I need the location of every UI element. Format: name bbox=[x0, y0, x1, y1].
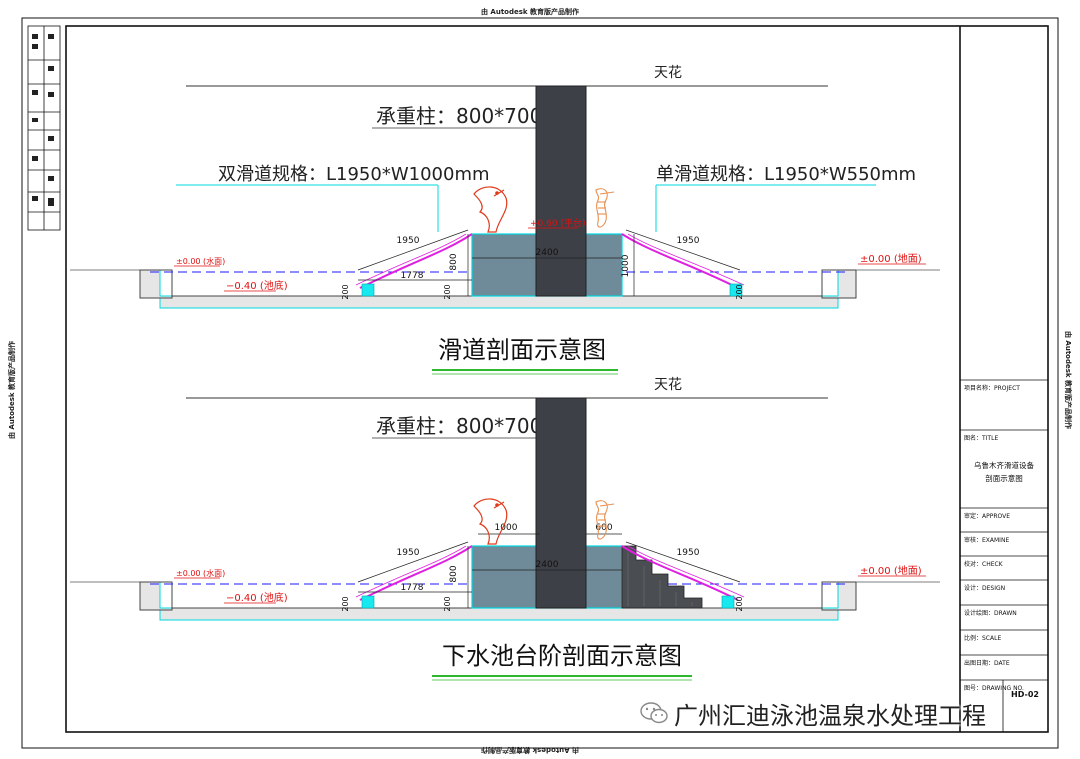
tb-design-label: 设计：DESIGN bbox=[964, 584, 1005, 592]
revision-strip bbox=[27, 25, 61, 231]
tb-drawn-label: 设计绘图：DRAWN bbox=[964, 609, 1017, 617]
right-side-stamp: 由 Autodesk 教育版产品制作 bbox=[1064, 331, 1073, 429]
bottom-stamp: 由 Autodesk 教育版产品制作 bbox=[481, 746, 579, 755]
watermark-text: 广州汇迪泳池温泉水处理工程 bbox=[674, 701, 986, 730]
dim-1000-text: 1000 bbox=[495, 523, 518, 533]
dim-1950-left-text: 1950 bbox=[397, 548, 420, 558]
dolphin-icon bbox=[473, 498, 508, 545]
tb-drawing-name-1: 乌鲁木齐滑道设备 bbox=[974, 460, 1034, 470]
sheet-inner-border bbox=[65, 25, 1049, 733]
load-bearing-column bbox=[535, 397, 587, 609]
single-slide-right bbox=[621, 233, 739, 289]
section-title: 下水池台阶剖面示意图 bbox=[442, 642, 682, 670]
dim-200-a: 200 bbox=[341, 284, 350, 299]
section-title: 滑道剖面示意图 bbox=[438, 336, 606, 364]
single-slide-right-inner bbox=[627, 545, 745, 598]
single-slide-right bbox=[621, 545, 739, 601]
section-slide: 天花 承重柱：800*700mm 双滑道规格：L1950*W1000mm 单滑道… bbox=[70, 65, 940, 375]
dim-2400-text: 2400 bbox=[536, 248, 559, 258]
title-block bbox=[959, 26, 1048, 732]
left-side-stamp: 由 Autodesk 教育版产品制作 bbox=[7, 341, 16, 439]
pool-left-rim bbox=[139, 581, 173, 611]
level-platform: +0.60 (平台) bbox=[530, 217, 585, 229]
pool-steps bbox=[621, 545, 703, 609]
tb-date-label: 出图日期：DATE bbox=[964, 659, 1010, 667]
dim-200-b: 200 bbox=[443, 284, 452, 299]
sheet-outer-border bbox=[21, 17, 1059, 749]
tb-check-label: 校对：CHECK bbox=[964, 560, 1004, 568]
tb-approve-label: 审定：APPROVE bbox=[964, 512, 1010, 520]
tb-examine-label: 审核：EXAMINE bbox=[964, 536, 1009, 544]
tb-scale-label: 比例：SCALE bbox=[964, 634, 1001, 642]
double-slide-label: 双滑道规格：L1950*W1000mm bbox=[218, 164, 490, 185]
dim-1778-text: 1778 bbox=[401, 583, 424, 593]
dim-1950-left-text: 1950 bbox=[397, 236, 420, 246]
level-bottom: −0.40 (池底) bbox=[226, 279, 288, 292]
slide-outlet-left bbox=[361, 595, 375, 609]
level-bottom: −0.40 (池底) bbox=[226, 591, 288, 604]
dim-800-text: 800 bbox=[449, 565, 459, 582]
wechat-icon bbox=[640, 702, 668, 724]
dim-1000-text: 1000 bbox=[621, 254, 631, 277]
pool-right-rim bbox=[821, 581, 857, 611]
double-slide-left-inner bbox=[355, 545, 467, 598]
seahorse-icon bbox=[595, 500, 615, 540]
ceiling-label: 天花 bbox=[654, 377, 682, 393]
tb-drawing-name-2: 剖面示意图 bbox=[985, 473, 1023, 483]
dim-1950-right-text: 1950 bbox=[677, 236, 700, 246]
level-ground: ±0.00 (地面) bbox=[860, 252, 922, 265]
steps-hatching bbox=[627, 552, 693, 606]
double-slide-left-inner bbox=[355, 233, 467, 286]
dim-1950-right-line bbox=[625, 541, 741, 583]
tb-project-label: 项目名称：PROJECT bbox=[964, 384, 1020, 392]
tb-drawing-label: 图名：TITLE bbox=[964, 434, 998, 442]
top-stamp: 由 Autodesk 教育版产品制作 bbox=[481, 7, 579, 16]
single-slide-right-inner bbox=[627, 233, 745, 286]
dim-1950-right-line bbox=[625, 229, 741, 271]
dim-2400-text: 2400 bbox=[536, 560, 559, 570]
tb-drawing-no-label: 图号：DRAWING NO. bbox=[964, 685, 1024, 692]
load-bearing-column bbox=[535, 85, 587, 297]
dim-1950-right-text: 1950 bbox=[677, 548, 700, 558]
level-water: ±0.00 (水面) bbox=[176, 256, 225, 266]
slide-outlet-right bbox=[729, 283, 743, 297]
wechat-watermark: 广州汇迪泳池温泉水处理工程 bbox=[640, 695, 1060, 731]
dim-800-text: 800 bbox=[449, 253, 459, 270]
ceiling-label: 天花 bbox=[654, 65, 682, 81]
slide-outlet-right bbox=[721, 595, 735, 609]
dim-1950-left-line bbox=[357, 229, 469, 271]
pool-left-rim bbox=[139, 269, 173, 299]
seahorse-icon bbox=[595, 188, 615, 228]
tb-drawing-no: HD-02 bbox=[1011, 690, 1039, 699]
slide-outlet-left bbox=[361, 283, 375, 297]
dim-200-c: 200 bbox=[735, 284, 744, 299]
pool-right-rim bbox=[821, 269, 857, 299]
dim-1950-left-line bbox=[357, 541, 469, 583]
level-water: ±0.00 (水面) bbox=[176, 568, 225, 578]
dim-200-b: 200 bbox=[443, 596, 452, 611]
dim-1778-text: 1778 bbox=[401, 271, 424, 281]
dim-200-c: 200 bbox=[735, 596, 744, 611]
level-ground: ±0.00 (地面) bbox=[860, 564, 922, 577]
dim-600-text: 600 bbox=[595, 523, 612, 533]
section-pool-steps: 天花 承重柱：800*700mm 2400 1000 600 bbox=[70, 377, 940, 681]
dim-200-a: 200 bbox=[341, 596, 350, 611]
dolphin-icon bbox=[473, 186, 508, 233]
single-slide-label: 单滑道规格：L1950*W550mm bbox=[656, 164, 916, 185]
revision-strip-marks bbox=[32, 34, 54, 206]
